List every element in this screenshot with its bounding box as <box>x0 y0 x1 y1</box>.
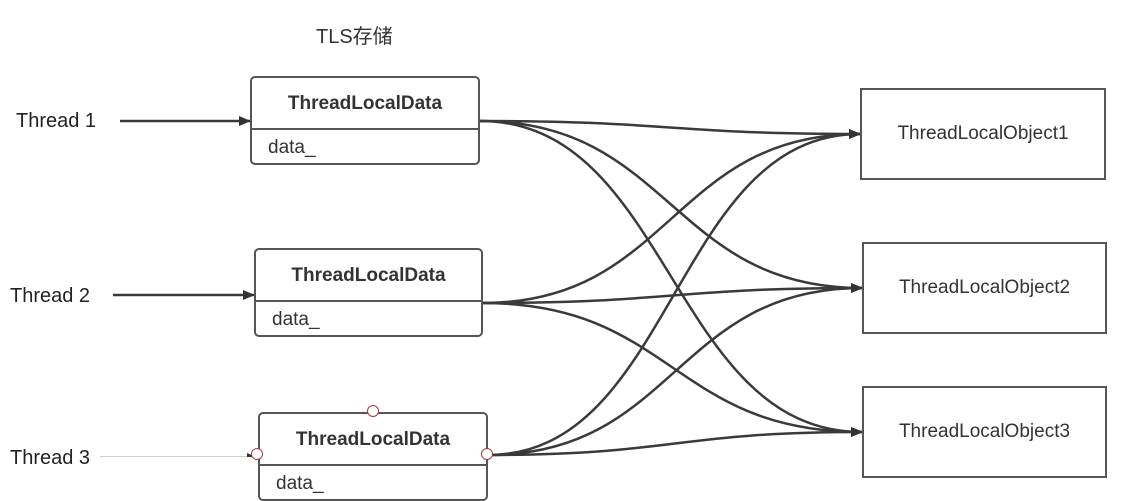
diagram-canvas: TLS存储 Thread 1 Thread 2 Thread 3 ThreadL… <box>10 26 1107 501</box>
edge-tld1-to-obj2 <box>479 119 863 293</box>
tld-field: data_ <box>276 473 324 494</box>
edge-tld3-to-obj2 <box>487 283 863 457</box>
diagram-title: TLS存储 <box>316 26 393 48</box>
tld-header: ThreadLocalData <box>256 250 481 302</box>
thread-3-label: Thread 3 <box>10 447 91 469</box>
edge-tld1-to-obj3 <box>479 119 863 437</box>
edge-tld1-to-obj1 <box>479 119 861 139</box>
thread-2-label: Thread 2 <box>10 285 91 307</box>
edge-tld2-to-obj3 <box>482 301 863 437</box>
thread-local-data-box-1[interactable]: ThreadLocalData data_ <box>250 76 480 165</box>
tld-header: ThreadLocalData <box>252 78 478 130</box>
resize-handle-top[interactable] <box>367 405 379 417</box>
thread-1-label: Thread 1 <box>16 110 97 132</box>
thread-local-object-1[interactable]: ThreadLocalObject1 <box>860 88 1106 180</box>
resize-handle-right[interactable] <box>481 448 493 460</box>
thread-local-data-box-2[interactable]: ThreadLocalData data_ <box>254 248 483 337</box>
tld-field: data_ <box>268 137 316 158</box>
connector-layer <box>100 116 863 457</box>
edge-tld2-to-obj1 <box>482 129 861 305</box>
edge-tld3-to-obj1 <box>487 129 861 457</box>
thread-local-object-2[interactable]: ThreadLocalObject2 <box>862 242 1107 334</box>
resize-handle-left[interactable] <box>251 448 263 460</box>
edge-tld3-to-obj3 <box>487 427 863 457</box>
tld-header: ThreadLocalData <box>260 414 486 466</box>
tld-field: data_ <box>272 309 320 330</box>
thread-local-object-3[interactable]: ThreadLocalObject3 <box>862 386 1107 478</box>
